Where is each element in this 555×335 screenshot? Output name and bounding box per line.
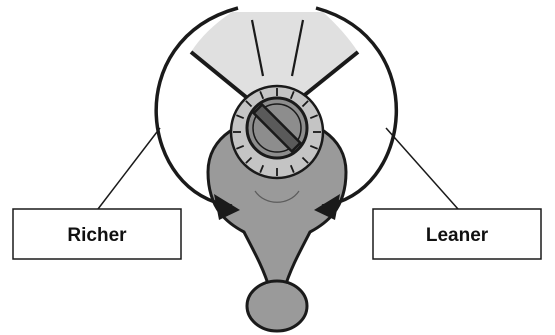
ring-tick <box>309 114 318 120</box>
ring-tick <box>309 144 318 150</box>
ring-tick <box>289 91 295 100</box>
rotation-arrow-right <box>314 6 398 220</box>
callout-leaner: Leaner <box>372 208 542 260</box>
callout-richer: Richer <box>12 208 182 260</box>
ring-tick <box>301 100 309 108</box>
ring-tick <box>301 156 309 164</box>
ring-tick <box>259 164 265 173</box>
richer-label: Richer <box>67 225 127 246</box>
mixture-screw-head <box>245 96 309 160</box>
ring-tick <box>289 164 295 173</box>
ring-tick <box>236 114 245 120</box>
screw-slot <box>251 102 303 154</box>
lever-knob <box>245 279 309 333</box>
ring-ticks <box>233 88 321 176</box>
adjustment-range-wedge <box>189 12 360 112</box>
ring-tick <box>245 156 253 164</box>
leader-line-left <box>97 127 161 210</box>
leaner-label: Leaner <box>426 225 489 246</box>
rotation-arrow-left <box>154 6 240 220</box>
ring-tick <box>236 144 245 150</box>
leader-line-right <box>385 127 459 210</box>
ring-tick <box>245 100 253 108</box>
ring-tick <box>259 91 265 100</box>
